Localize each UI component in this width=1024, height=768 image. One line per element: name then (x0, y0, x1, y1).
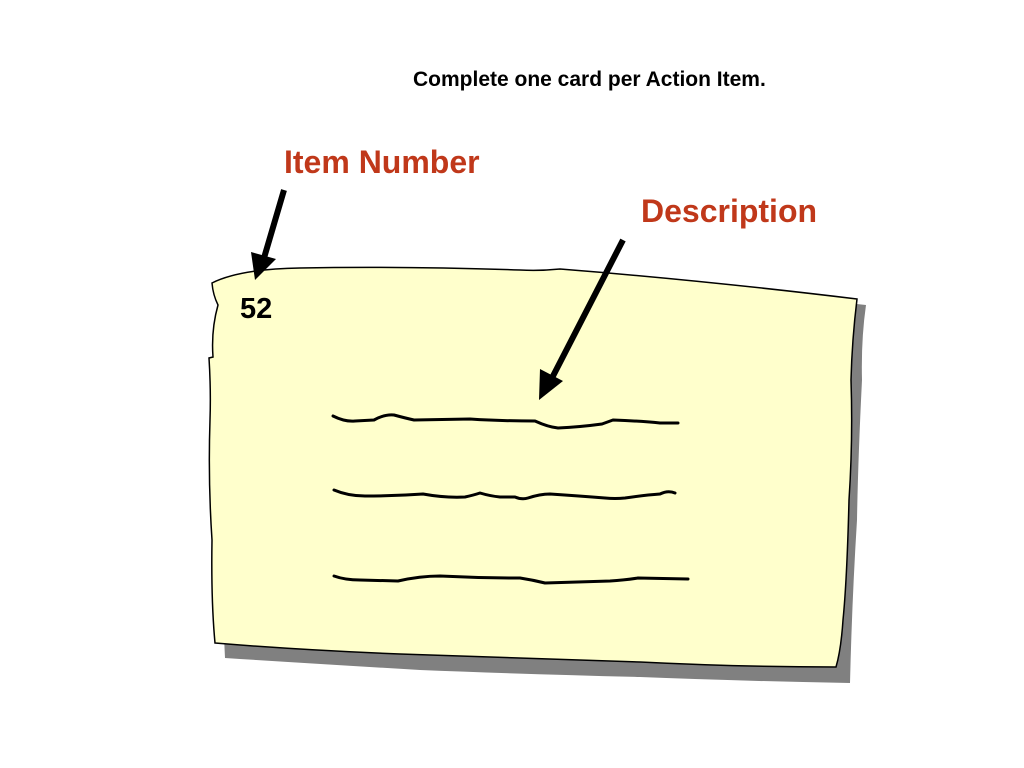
instruction-text: Complete one card per Action Item. (413, 68, 766, 91)
written-line-3 (332, 574, 690, 585)
item-number-label: Item Number (284, 144, 480, 180)
card-item-number: 52 (240, 293, 273, 325)
written-line-2 (332, 488, 677, 501)
index-card (208, 266, 858, 668)
item-number-arrow (251, 189, 287, 280)
written-line-1 (331, 413, 680, 430)
description-label: Description (641, 193, 818, 229)
description-arrow (539, 238, 626, 400)
